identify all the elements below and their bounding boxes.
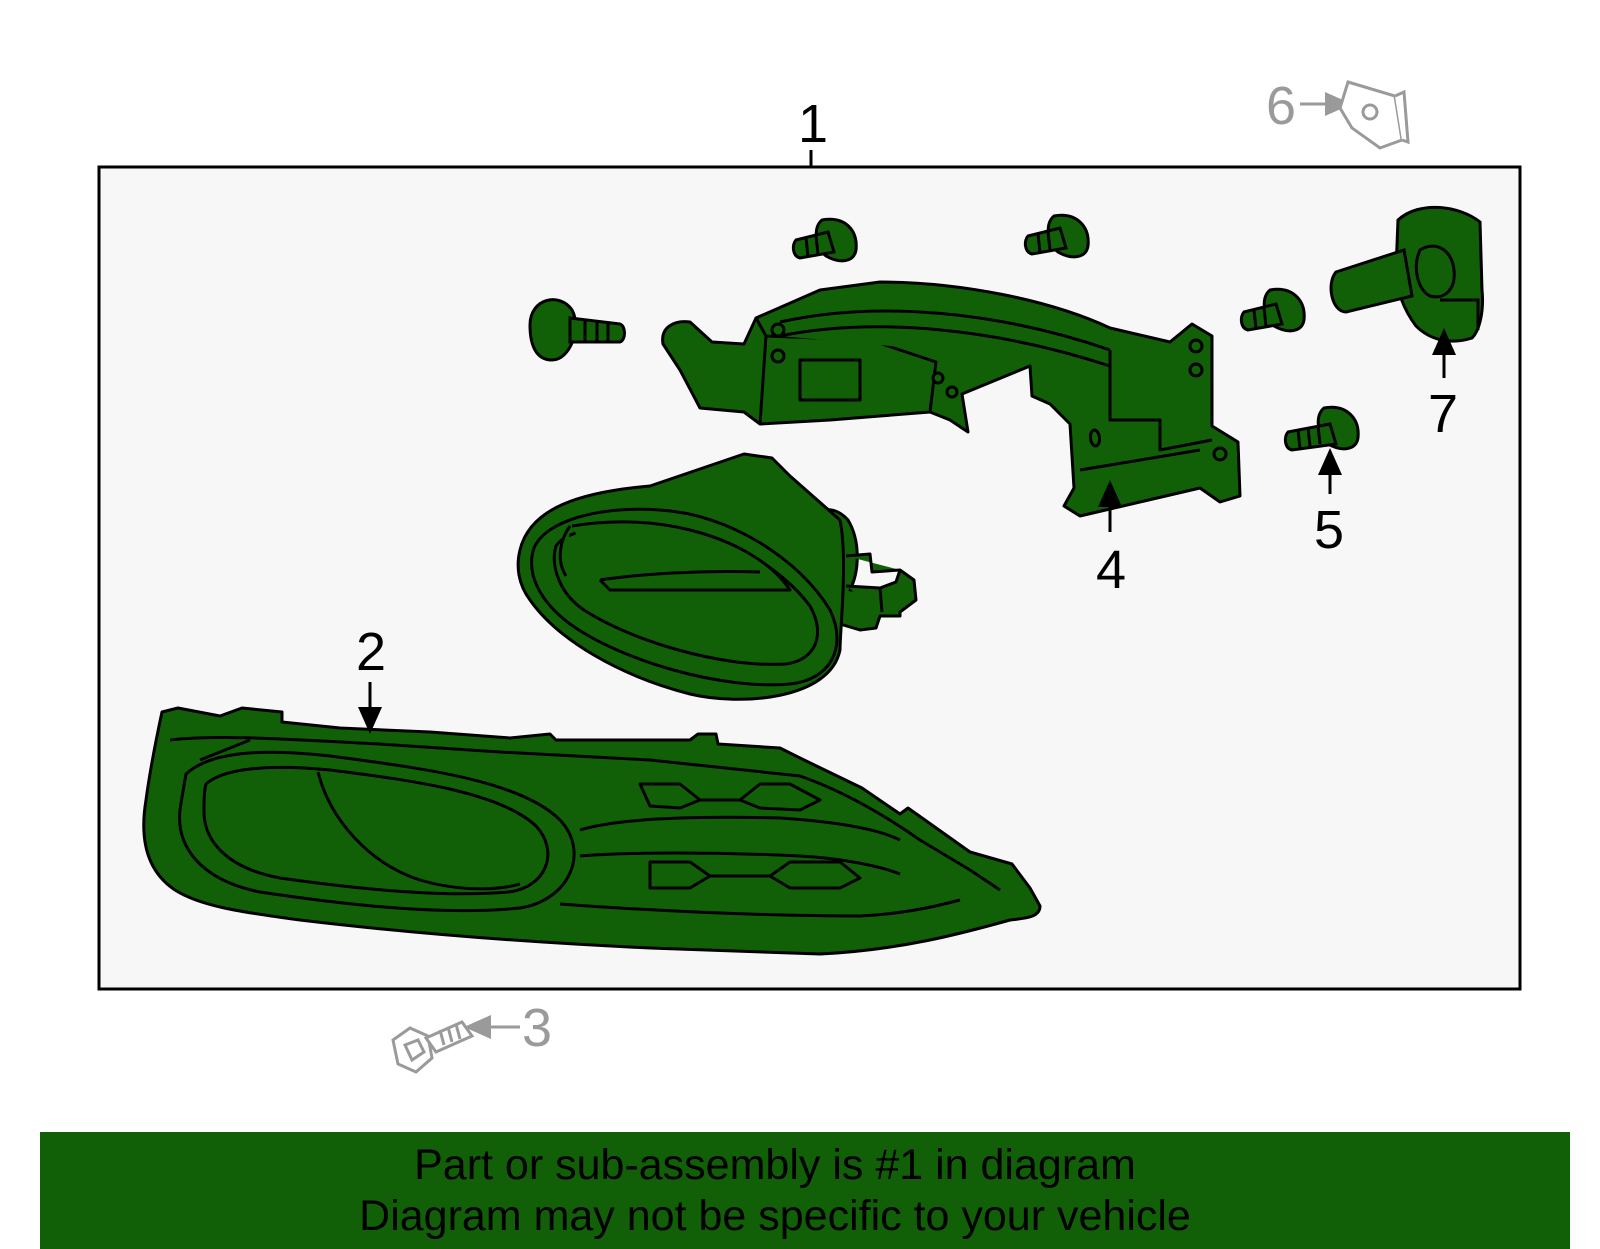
callout-1: 1 (798, 94, 828, 154)
callout-4: 4 (1096, 540, 1126, 600)
bezel-icon (142, 706, 1042, 956)
callout-6: 6 (1266, 76, 1296, 136)
screw-icon (528, 298, 626, 362)
bracket-icon (661, 280, 1242, 518)
screw-icon (1023, 213, 1090, 259)
bulb-icon (1329, 205, 1484, 343)
fog-lamp-icon (516, 452, 918, 701)
callout-5: 5 (1314, 500, 1344, 560)
caption-banner: Part or sub-assembly is #1 in diagram Di… (40, 1132, 1570, 1249)
caption-line-2: Diagram may not be specific to your vehi… (359, 1192, 1191, 1240)
callout-3: 3 (522, 998, 552, 1058)
callout-7: 7 (1428, 384, 1458, 444)
screw-icon (791, 217, 858, 263)
screw-icon (1239, 287, 1306, 333)
bolt-icon (391, 1020, 475, 1074)
callout-2: 2 (356, 622, 386, 682)
clip-nut-icon (1338, 80, 1410, 150)
caption-line-1: Part or sub-assembly is #1 in diagram (414, 1141, 1136, 1189)
screw-icon (1283, 405, 1360, 452)
